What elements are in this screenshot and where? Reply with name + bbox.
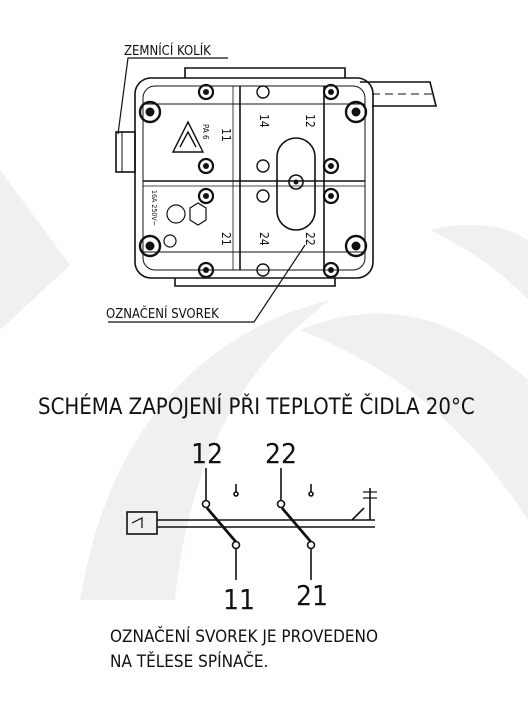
terminal-label-14: 14 [257, 114, 271, 128]
schema-title: SCHÉMA ZAPOJENÍ PŘI TEPLOTĚ ČIDLA 20°C [38, 394, 475, 420]
wiring-schematic [126, 468, 377, 580]
ground-pin-leader [117, 57, 228, 135]
ground-pin-label: ZEMNÍCÍ KOLÍK [124, 43, 211, 59]
sensor-bulb [126, 511, 158, 535]
terminal-label-11: 11 [219, 128, 233, 142]
approval-mark-icon [163, 202, 207, 248]
schema-bottom-right-number: 21 [296, 579, 328, 612]
terminal-label-12: 12 [303, 114, 317, 128]
schema-bottom-left-number: 11 [223, 583, 255, 616]
thermostat-housing [108, 57, 438, 323]
note-line-2: NA TĚLESE SPÍNAČE. [110, 650, 268, 672]
terminal-label-24: 24 [257, 232, 271, 246]
recycle-mark-icon [171, 120, 205, 153]
terminal-leader [108, 244, 306, 323]
schema-top-right-number: 22 [265, 437, 297, 470]
ground-pin [115, 131, 136, 173]
switch-contact-right [276, 468, 316, 580]
rating-mark: 16A 250V~ [150, 190, 158, 226]
terminal-label-21: 21 [219, 232, 233, 246]
terminal-label-22: 22 [303, 232, 317, 246]
terminal-marking-label: OZNAČENÍ SVOREK [106, 306, 219, 322]
switch-contact-left [201, 468, 241, 580]
material-mark: PA 6 [201, 124, 210, 140]
note-line-1: OZNAČENÍ SVOREK JE PROVEDENO [110, 625, 378, 647]
corner-screws [138, 100, 368, 258]
terminal-rivets [197, 83, 340, 279]
schema-top-left-number: 12 [191, 437, 223, 470]
